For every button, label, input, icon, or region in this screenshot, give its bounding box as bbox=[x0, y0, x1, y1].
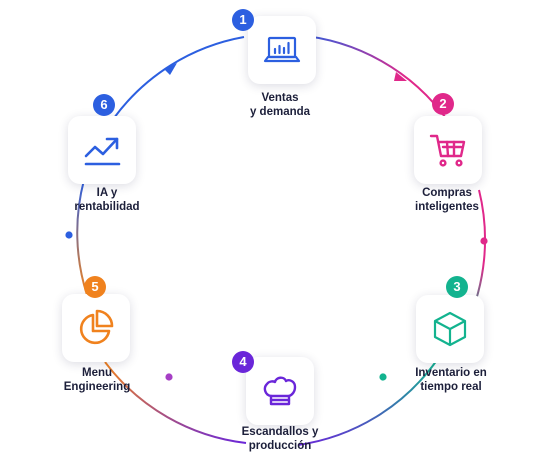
dot-2-3 bbox=[480, 237, 488, 245]
shopping-cart-icon bbox=[429, 134, 466, 167]
step-5-badge: 5 bbox=[84, 276, 106, 298]
step-2-badge: 2 bbox=[432, 93, 454, 115]
step-6-badge: 6 bbox=[93, 94, 115, 116]
arrow-head-1-2 bbox=[394, 72, 407, 81]
step-6-label: IA y rentabilidad bbox=[42, 186, 172, 214]
step-4-label-line2: producción bbox=[248, 440, 312, 452]
trend-up-icon bbox=[84, 137, 121, 166]
step-4-card[interactable] bbox=[246, 357, 314, 425]
chef-hat-icon bbox=[263, 376, 297, 406]
cube-icon bbox=[433, 311, 467, 347]
step-4-label-line1: Escandallos y bbox=[241, 426, 319, 438]
step-6-card[interactable] bbox=[68, 116, 136, 184]
step-3-label: Inventario en tiempo real bbox=[386, 366, 516, 394]
arrow-head-6-1 bbox=[164, 63, 177, 75]
step-3-label-line2: tiempo real bbox=[420, 381, 482, 393]
step-2-label: Compras inteligentes bbox=[382, 186, 512, 214]
step-2-card[interactable] bbox=[414, 116, 482, 184]
step-1-badge: 1 bbox=[232, 9, 254, 31]
dot-3-4 bbox=[379, 373, 387, 381]
step-3-badge: 3 bbox=[446, 276, 468, 298]
step-1-label: Ventas y demanda bbox=[215, 91, 345, 119]
arc-4-5 bbox=[104, 361, 247, 444]
step-4-badge: 4 bbox=[232, 351, 254, 373]
step-1-label-line2: y demanda bbox=[249, 106, 311, 118]
arc-6-1 bbox=[113, 36, 245, 119]
step-1-card[interactable] bbox=[248, 16, 316, 84]
dot-4-5 bbox=[165, 373, 173, 381]
step-6-label-line1: IA y bbox=[96, 187, 118, 199]
laptop-chart-icon bbox=[263, 36, 301, 63]
step-3-label-line1: Inventario en bbox=[415, 367, 487, 379]
step-5-label-line2: Engineering bbox=[63, 381, 131, 393]
arc-3-4 bbox=[297, 359, 438, 446]
step-5-label-line1: Menu bbox=[81, 367, 113, 379]
step-3-card[interactable] bbox=[416, 295, 484, 363]
step-4-label: Escandallos y producción bbox=[215, 425, 345, 453]
arc-5-6 bbox=[76, 179, 88, 296]
step-5-card[interactable] bbox=[62, 294, 130, 362]
step-1-label-line1: Ventas bbox=[261, 92, 299, 104]
dot-5-6 bbox=[65, 231, 73, 239]
step-2-label-line2: inteligentes bbox=[415, 201, 479, 213]
step-5-label: Menu Engineering bbox=[32, 366, 162, 394]
pie-chart-icon bbox=[79, 309, 114, 345]
step-6-label-line2: rentabilidad bbox=[74, 201, 140, 213]
step-2-label-line1: Compras bbox=[422, 187, 472, 199]
